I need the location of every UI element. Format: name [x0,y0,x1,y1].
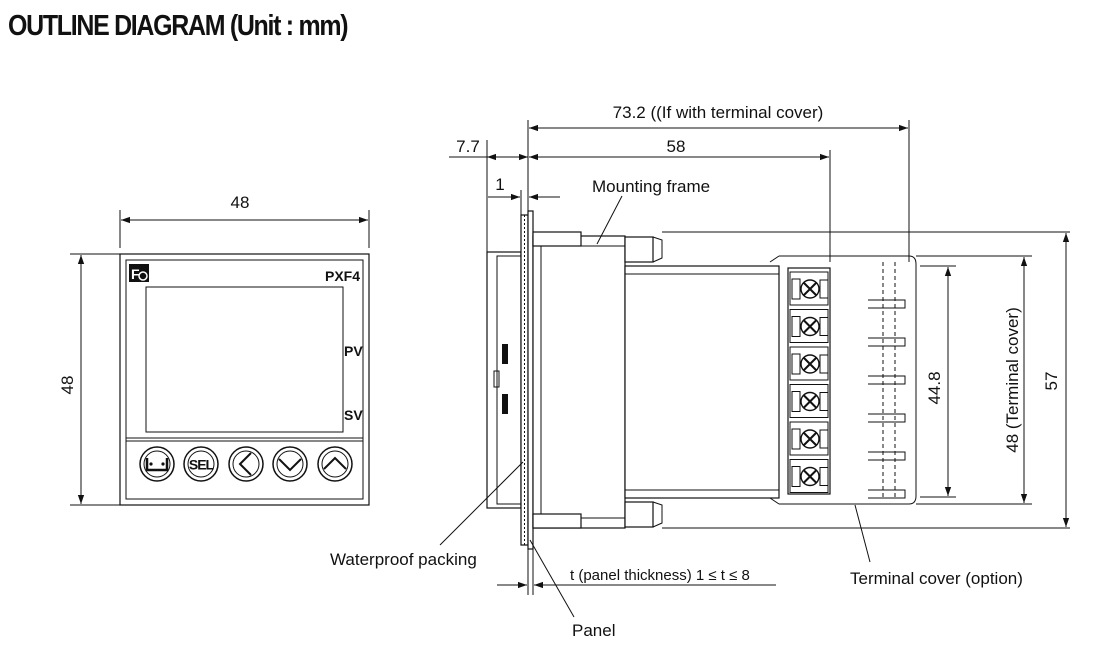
terminal-screw-icon [789,421,829,456]
terminal-height-dimension: 44.8 [925,371,944,404]
sel-button[interactable]: SEL [183,446,219,482]
page-title: OUTLINE DIAGRAM (Unit : mm) [8,10,349,42]
chevron-down-icon [278,458,302,472]
down-button[interactable] [272,446,308,482]
terminal-screw-icon [789,346,829,381]
panel-label: Panel [572,621,615,640]
side-view: 73.2 ((If with terminal cover) 58 7.7 1 [330,103,1070,640]
model-label: PXF4 [325,268,360,284]
packing-thickness-dimension: 1 [495,175,504,194]
terminal-screw-icon [789,459,829,493]
up-button[interactable] [317,446,353,482]
terminal-cover-label: Terminal cover (option) [850,569,1023,588]
front-view: 48 48 F PXF4 PV SV [58,193,370,506]
terminal-screw-icon [789,384,829,418]
panel-thickness-label: t (panel thickness) 1 ≤ t ≤ 8 [570,567,750,584]
front-thickness-dimension: 7.7 [456,137,480,156]
front-height-dimension: 48 [58,376,77,395]
sv-label: SV [344,407,363,423]
pv-label: PV [344,343,363,359]
terminal-screws [789,271,829,493]
terminal-cover-height-dimension: 48 (Terminal cover) [1003,307,1022,453]
front-width-dimension: 48 [231,193,250,212]
sel-button-label: SEL [189,457,215,473]
chevron-up-icon [323,456,347,470]
svg-text:F: F [131,266,140,282]
terminal-screw-icon [789,271,829,306]
depth-dimension: 58 [667,137,686,156]
user-key-button[interactable] [139,446,175,482]
overall-height-dimension: 57 [1042,372,1061,391]
brand-logo-icon: F [129,264,149,282]
left-button[interactable] [228,446,264,482]
terminal-screw-icon [789,309,829,343]
waterproof-packing-label: Waterproof packing [330,550,477,569]
total-depth-with-cover-dimension: 73.2 ((If with terminal cover) [613,103,824,122]
chevron-left-icon [238,452,252,476]
mounting-frame-label: Mounting frame [592,177,710,196]
